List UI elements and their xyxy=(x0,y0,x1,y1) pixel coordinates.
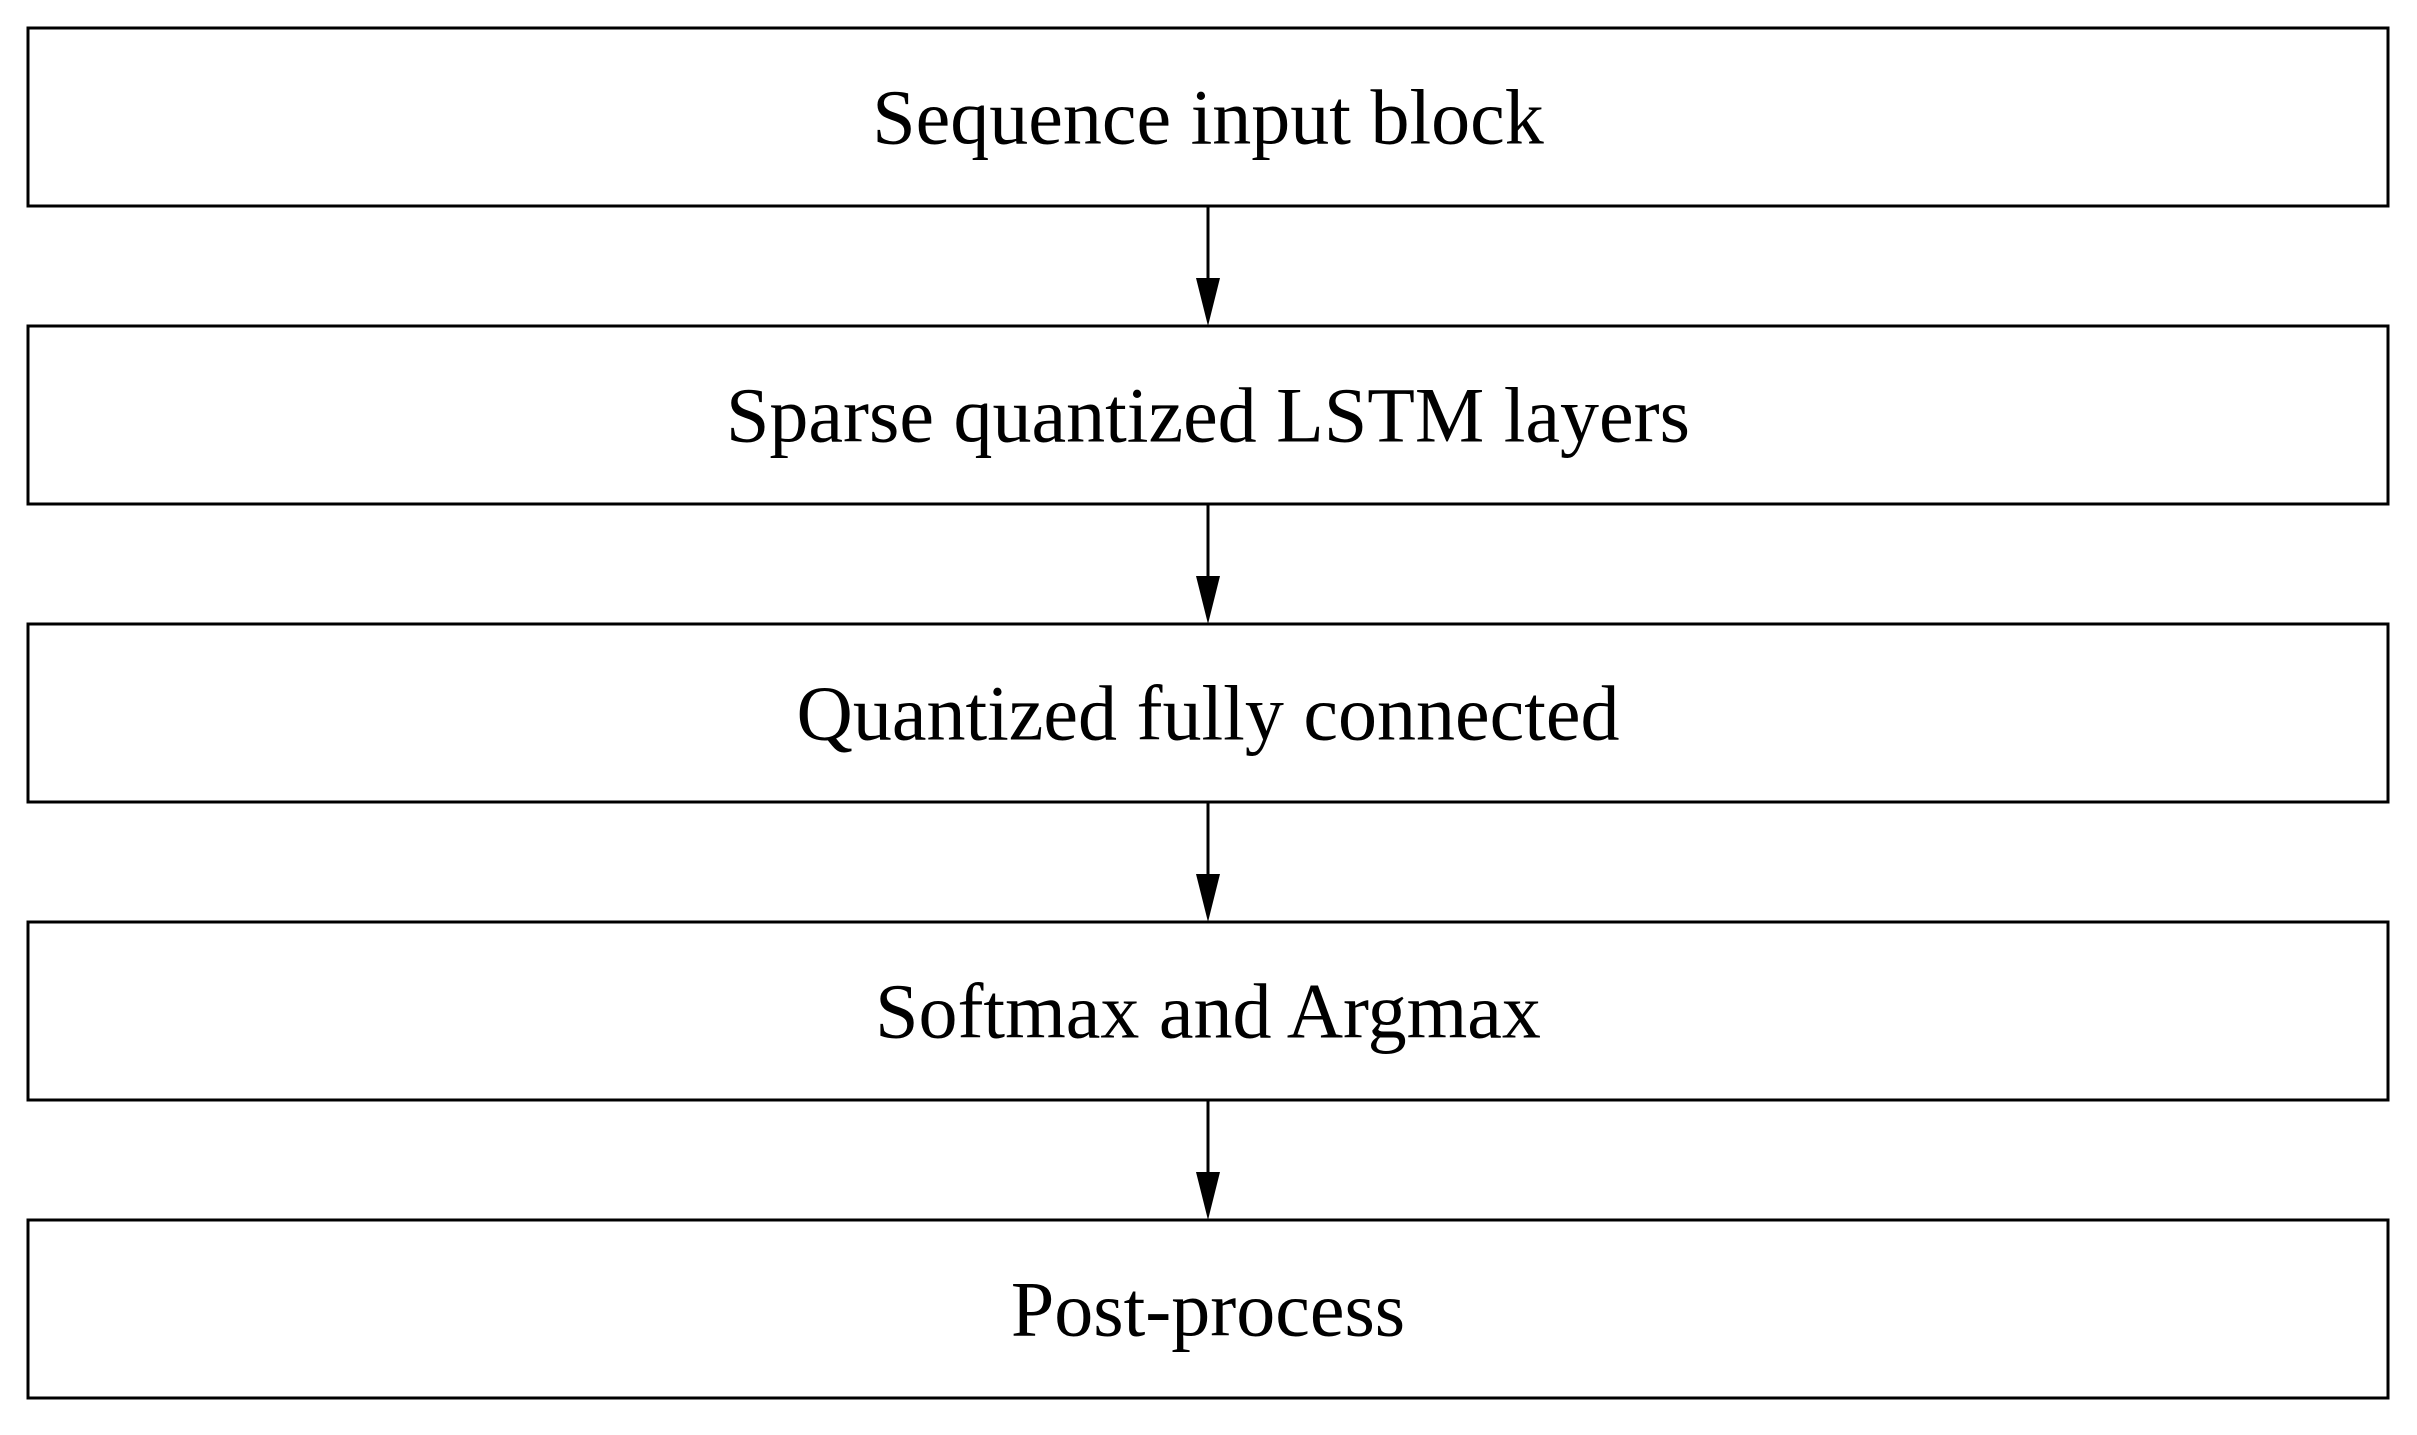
arrow-2 xyxy=(1196,504,1220,624)
block-sequence-input-label: Sequence input block xyxy=(872,74,1544,161)
arrow-3-head xyxy=(1196,874,1220,922)
block-softmax-argmax-label: Softmax and Argmax xyxy=(875,968,1541,1055)
block-lstm-layers-label: Sparse quantized LSTM layers xyxy=(726,372,1690,459)
block-softmax-argmax-box xyxy=(26,920,2390,1102)
arrow-4 xyxy=(1196,1100,1220,1220)
block-sequence-input-box xyxy=(26,26,2390,208)
block-post-process: Post-process xyxy=(26,1218,2390,1400)
block-softmax-argmax: Softmax and Argmax xyxy=(26,920,2390,1102)
block-fully-connected: Quantized fully connected xyxy=(26,622,2390,804)
block-sequence-input: Sequence input block xyxy=(26,26,2390,208)
block-post-process-label: Post-process xyxy=(1011,1266,1405,1353)
arrow-1 xyxy=(1196,206,1220,326)
arrow-4-head xyxy=(1196,1172,1220,1220)
block-post-process-box xyxy=(26,1218,2390,1400)
arrow-3 xyxy=(1196,802,1220,922)
block-lstm-layers: Sparse quantized LSTM layers xyxy=(26,324,2390,506)
block-lstm-layers-box xyxy=(26,324,2390,506)
arrow-2-head xyxy=(1196,576,1220,624)
block-fully-connected-label: Quantized fully connected xyxy=(797,670,1620,757)
block-fully-connected-box xyxy=(26,622,2390,804)
arrow-1-head xyxy=(1196,278,1220,326)
